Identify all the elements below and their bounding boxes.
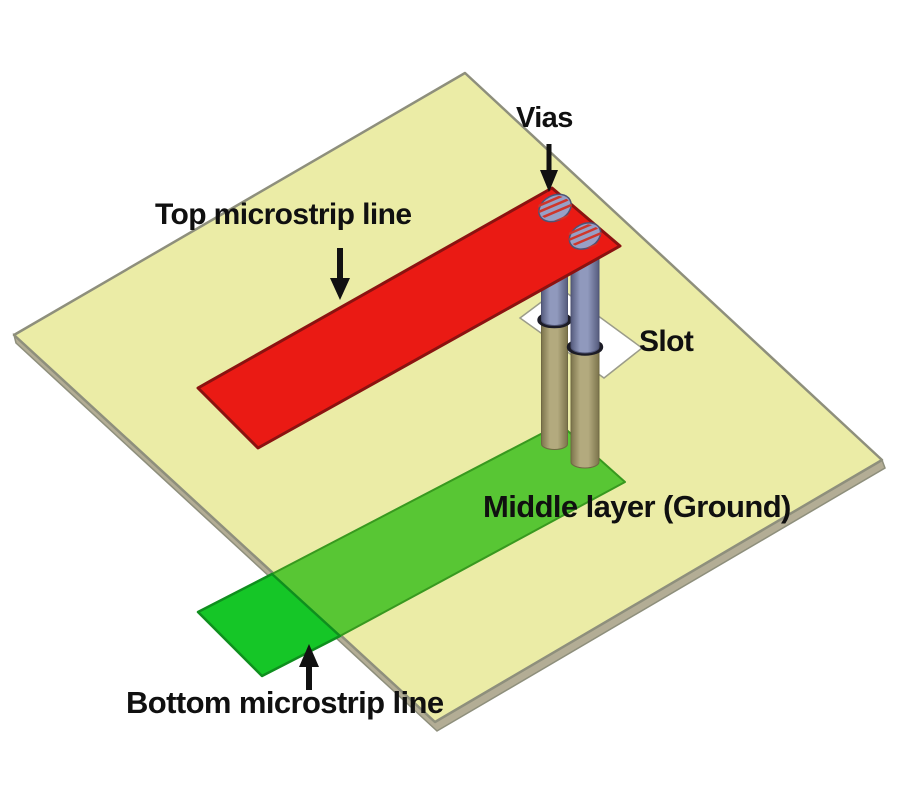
via-cylinder-right-lower [570, 342, 600, 469]
bottom-microstrip-label: Bottom microstrip line [126, 685, 444, 720]
via-cylinder-right-upper [570, 243, 600, 354]
top-microstrip-arrow [330, 248, 350, 300]
bottom-microstrip-overhang [196, 572, 342, 678]
bottom-microstrip-arrow [299, 644, 319, 690]
vias-arrow [540, 144, 558, 192]
vias-label: Vias [516, 102, 573, 134]
via-cylinder-left-lower [541, 315, 568, 450]
top-microstrip [196, 186, 622, 450]
middle-ground-plane [12, 71, 884, 724]
slot-label: Slot [639, 325, 694, 358]
top-microstrip-label: Top microstrip line [155, 198, 412, 231]
middle-layer-label: Middle layer (Ground) [483, 489, 791, 524]
